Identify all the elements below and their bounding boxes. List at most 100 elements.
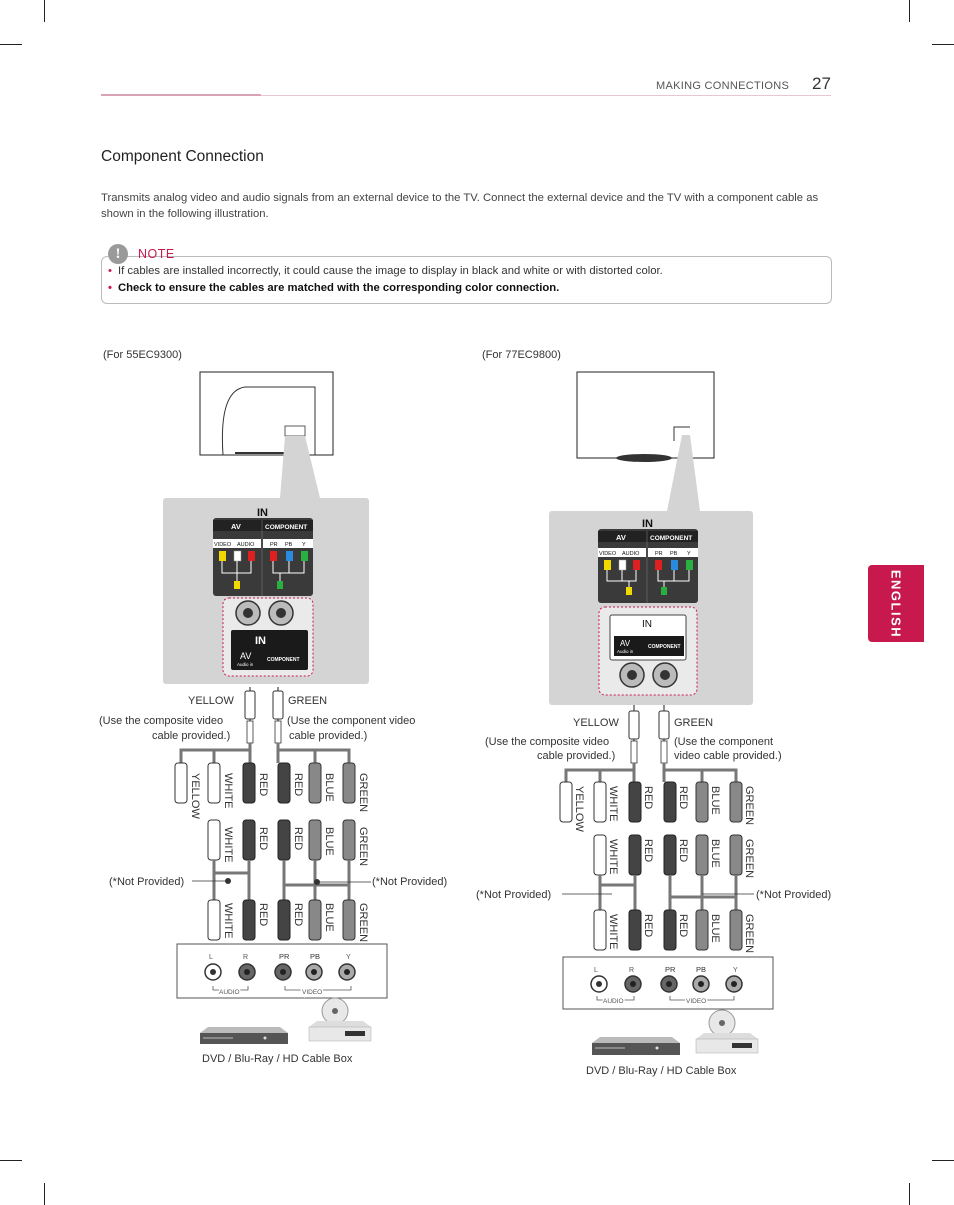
- component-plug-green: [661, 587, 667, 595]
- jack-in-label: IN: [642, 619, 652, 630]
- dvd-player-icon: [592, 1037, 680, 1055]
- av-labels-bar: [213, 539, 261, 548]
- port-y: [301, 551, 308, 561]
- note-text: Check to ensure the cables are matched w…: [117, 282, 560, 294]
- bottom-label-red: RED: [292, 903, 304, 926]
- port-r-label: R: [243, 954, 248, 961]
- cable-green-label: GREEN: [674, 717, 713, 729]
- port-pr: [655, 560, 662, 570]
- jack-av-label: AV: [240, 651, 251, 661]
- yellow-plug-ring: [246, 720, 254, 744]
- crop-mark: [932, 44, 954, 45]
- jack-audio-in-label: Audio in: [617, 649, 634, 654]
- not-provided-audio-join: [598, 875, 637, 910]
- pr-label: PR: [270, 542, 278, 548]
- bullet-icon: •: [108, 282, 112, 294]
- y-label: Y: [302, 542, 306, 548]
- component-provided-line2: video cable provided.): [674, 750, 782, 762]
- bottom-label-red: RED: [642, 914, 654, 937]
- video-label: VIDEO: [214, 542, 232, 548]
- device-caption: DVD / Blu-Ray / HD Cable Box: [586, 1065, 737, 1077]
- top-label-white: WHITE: [222, 773, 234, 808]
- page-number: 27: [812, 74, 831, 93]
- header-rule: [101, 95, 831, 96]
- in-label: IN: [642, 518, 653, 530]
- audio-label: AUDIO: [237, 542, 255, 548]
- section-title: MAKING CONNECTIONS: [656, 80, 790, 92]
- jack-av-label: AV: [620, 639, 631, 648]
- av-header: [598, 531, 646, 542]
- audio-bracket: [212, 986, 249, 991]
- yellow-plug: [628, 710, 640, 740]
- green-plug: [658, 710, 670, 740]
- green-plug-ring: [274, 720, 282, 744]
- not-provided-right: (*Not Provided): [372, 876, 447, 888]
- not-provided-left: (*Not Provided): [476, 889, 551, 901]
- component-split: [276, 743, 351, 763]
- bottom-label-blue: BLUE: [709, 914, 721, 943]
- top-label-red: RED: [292, 773, 304, 796]
- bottom-label-green: GREEN: [357, 903, 369, 942]
- jack-av-inner: [627, 670, 637, 680]
- device-jacks: [204, 963, 356, 981]
- jack-component-inner: [276, 608, 286, 618]
- mid-label-red: RED: [677, 839, 689, 862]
- bottom-label-white: WHITE: [607, 914, 619, 949]
- composite-split: [564, 763, 636, 782]
- port-audio-r: [633, 560, 640, 570]
- language-tab-label: ENGLISH: [888, 569, 904, 638]
- device-caption: DVD / Blu-Ray / HD Cable Box: [202, 1053, 353, 1065]
- component-provided-line2: cable provided.): [289, 730, 367, 742]
- not-provided-audio-join: [212, 860, 251, 900]
- port-video: [604, 560, 611, 570]
- diagram-right: IN AV COMPONENT VIDEO AUDIO PR PB Y IN A…: [476, 371, 831, 1077]
- component-labels-bar: [263, 539, 313, 548]
- y-label: Y: [687, 551, 691, 557]
- top-label-blue: BLUE: [323, 773, 335, 802]
- top-label-green: GREEN: [743, 786, 755, 825]
- composite-split: [179, 743, 252, 763]
- composite-provided-line1: (Use the composite video: [485, 736, 609, 748]
- bottom-label-red: RED: [257, 903, 269, 926]
- device-video-label: VIDEO: [302, 989, 322, 996]
- crop-mark: [932, 1160, 954, 1161]
- note-header: ! NOTE: [108, 244, 174, 264]
- component-labels-bar: [648, 548, 698, 557]
- tv-back: [221, 386, 316, 456]
- pb-label: PB: [285, 542, 293, 548]
- jack-component-label: COMPONENT: [267, 657, 300, 663]
- jack-component-label: COMPONENT: [648, 644, 681, 650]
- bottom-label-white: WHITE: [222, 903, 234, 938]
- diagram-left: IN AV COMPONENT VIDEO AUDIO PR PB Y IN A…: [99, 371, 447, 1065]
- port-pb-label: PB: [696, 965, 706, 974]
- header-rule-accent: [101, 94, 261, 96]
- bullet-icon: •: [108, 265, 112, 277]
- device-audio-label: AUDIO: [603, 998, 624, 1005]
- in-label: IN: [257, 507, 268, 519]
- port-y: [686, 560, 693, 570]
- port-pb: [286, 551, 293, 561]
- cable-yellow-label: YELLOW: [188, 695, 234, 707]
- port-y-label: Y: [733, 967, 738, 974]
- dvd-player-icon: [200, 1027, 288, 1044]
- green-plug-ring: [660, 740, 668, 764]
- diagram-right-model: (For 77EC9800): [482, 349, 561, 361]
- top-label-red: RED: [642, 786, 654, 809]
- not-provided-left: (*Not Provided): [109, 876, 184, 888]
- diagram-left-model: (For 55EC9300): [103, 349, 182, 361]
- not-provided-right: (*Not Provided): [756, 889, 831, 901]
- top-label-red: RED: [257, 773, 269, 796]
- video-bracket: [669, 996, 735, 1001]
- crop-mark: [909, 0, 910, 22]
- bottom-label-red: RED: [677, 914, 689, 937]
- av-plug-yellow: [626, 587, 632, 595]
- device-jacks: [590, 975, 743, 993]
- zoom-callout: [280, 436, 320, 498]
- composite-provided-line1: (Use the composite video: [99, 715, 223, 727]
- top-label-yellow: YELLOW: [189, 773, 201, 819]
- intro-paragraph: Transmits analog video and audio signals…: [101, 192, 819, 220]
- crop-mark: [909, 1183, 910, 1205]
- bottom-label-green: GREEN: [743, 914, 755, 953]
- mid-label-red: RED: [257, 827, 269, 850]
- av-labels-bar: [598, 548, 646, 557]
